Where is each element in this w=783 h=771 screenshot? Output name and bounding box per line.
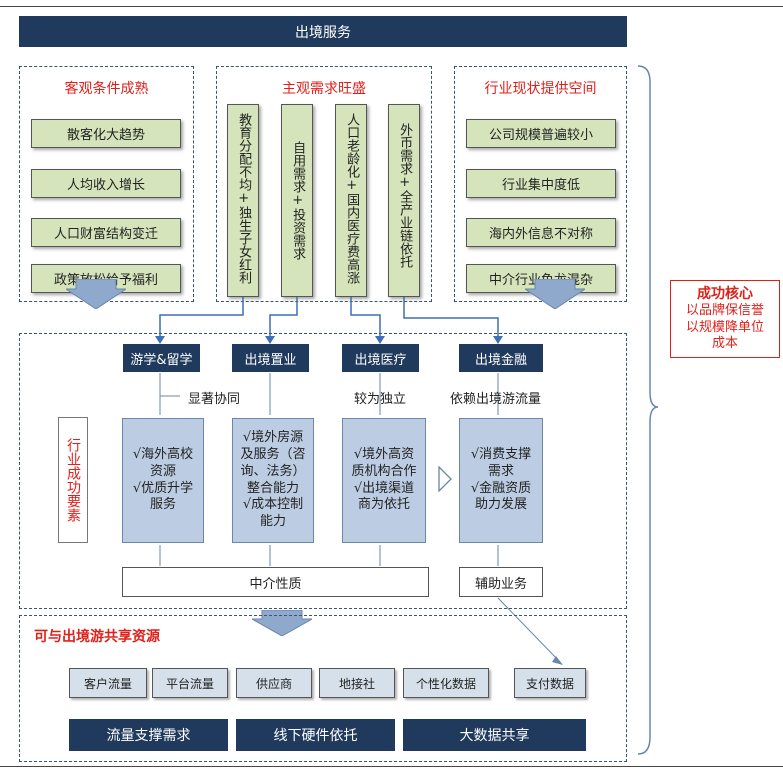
resource-item: 地接社 [319,668,395,698]
resource-group: 线下硬件依托 [236,719,395,751]
detail-line: √优质升学 [132,480,194,496]
detail-line: 商为依托 [357,497,410,513]
success-core-line: 成本 [711,335,738,351]
detail-line: √金融资质 [470,480,532,496]
resource-item: 供应商 [236,668,312,698]
detail-line: 资源 [149,463,176,479]
success-core-line: 以规模降单位 [685,319,764,335]
objective-item: 人均收入增长 [31,169,181,198]
header-title: 出境服务 [295,24,351,41]
bottom-rule [0,766,783,767]
detail-box-property: √境外房源 及服务（咨 询、法务） 整合能力 √成本控制 能力 [232,418,314,543]
resource-item: 支付数据 [514,668,586,698]
industry-item: 行业集中度低 [466,169,616,198]
subjective-item: 人口老龄化+国内医疗费高涨 [335,104,367,297]
detail-line: 需求 [487,463,514,479]
detail-line: 能力 [259,514,286,530]
detail-line: 质机构合作 [351,463,417,479]
detail-line: 服务 [149,497,176,513]
success-core-line: 以品牌保信誉 [685,303,764,319]
note-synergy: 显著协同 [188,392,241,407]
service-tab: 游学&留学 [123,344,200,372]
detail-box-medical: √境外高资 质机构合作 √出境渠道 商为依托 [342,418,426,543]
subjective-title: 主观需求旺盛 [282,81,366,97]
auxiliary-bar: 辅助业务 [459,567,543,597]
detail-line: √出境渠道 [353,480,415,496]
service-tab: 出境医疗 [342,344,419,372]
right-brace [637,65,659,755]
success-core-box: 成功核心 以品牌保信誉 以规模降单位 成本 [670,280,780,358]
resource-group: 大数据共享 [403,719,586,751]
detail-line: √成本控制 [242,497,304,513]
subjective-item: 教育分配不均+独生子女红利 [227,104,259,297]
detail-line: √境外高资 [353,446,415,462]
down-arrow-icon [525,279,585,309]
down-arrow-icon [252,610,312,636]
detail-box-study: √海外高校 资源 √优质升学 服务 [122,418,204,543]
header-bar: 出境服务 [19,16,627,47]
objective-title: 客观条件成熟 [64,81,149,97]
detail-line: √消费支撑 [470,446,532,462]
detail-line: √境外房源 [242,429,304,445]
industry-title: 行业现状提供空间 [484,81,597,97]
industry-panel [454,66,627,302]
detail-line: 询、法务） [240,463,306,479]
resource-group: 流量支撑需求 [69,719,228,751]
detail-box-finance: √消费支撑 需求 √金融资质 助力发展 [459,418,543,543]
subjective-item: 外币需求+全产业链依托 [388,104,420,297]
intermediary-bar: 中介性质 [122,567,429,597]
resource-item: 客户流量 [69,668,147,698]
detail-line: 及服务（咨 [240,446,306,462]
detail-line: 整合能力 [246,480,299,496]
objective-item: 人口财富结构变迁 [31,218,181,247]
objective-item: 散客化大趋势 [31,119,181,148]
factors-panel [19,333,627,609]
detail-line: √海外高校 [132,446,194,462]
success-core-title: 成功核心 [697,285,753,302]
service-tab: 出境金融 [459,344,543,372]
right-arrow-icon [438,466,452,492]
service-tab: 出境置业 [232,344,309,372]
success-factors-label: 行业成功要素 [58,417,88,543]
industry-item: 公司规模普遍较小 [466,119,616,148]
subjective-item: 自用需求+投资需求 [281,104,313,297]
resource-item: 个性化数据 [403,668,489,698]
resource-item: 平台流量 [152,668,228,698]
shared-panel [19,615,627,762]
note-independent: 较为独立 [354,392,407,407]
top-rule [0,6,783,7]
note-dependent: 依赖出境游流量 [450,392,542,407]
down-arrow-icon [66,279,126,309]
subjective-panel [216,66,432,302]
industry-item: 海内外信息不对称 [466,218,616,247]
detail-line: 助力发展 [474,497,527,513]
shared-title: 可与出境游共享资源 [34,629,160,645]
